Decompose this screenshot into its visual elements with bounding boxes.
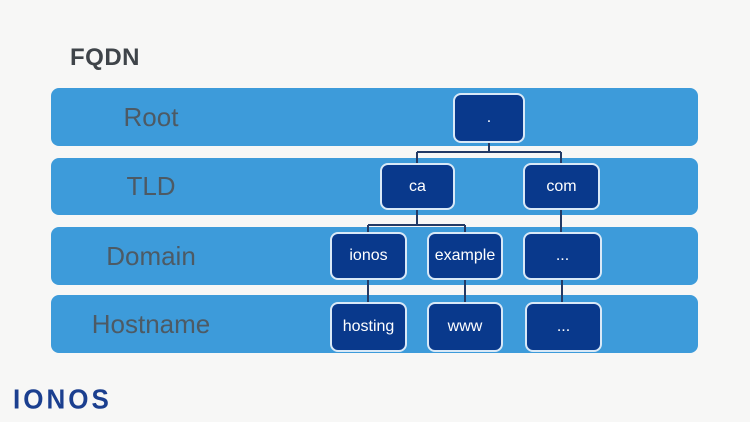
node-hostname-hosting: hosting — [330, 302, 407, 352]
ionos-logo: IONOS — [13, 383, 112, 415]
node-root-dot: . — [453, 93, 525, 143]
node-domain-example: example — [427, 232, 503, 280]
row-label-hostname: Hostname — [91, 308, 211, 339]
row-label-tld: TLD — [126, 171, 176, 201]
node-hostname-ellipsis: ... — [525, 302, 602, 352]
node-tld-ca: ca — [380, 163, 455, 210]
page-title: FQDN — [70, 44, 140, 71]
node-hostname-www: www — [427, 302, 503, 352]
row-label-root: Root — [123, 101, 179, 132]
node-domain-ionos: ionos — [330, 232, 407, 280]
node-tld-com: com — [523, 163, 600, 210]
node-domain-ellipsis: ... — [523, 232, 602, 280]
row-root: Root — [51, 88, 698, 146]
row-label-domain: Domain — [106, 240, 196, 271]
row-tld: TLD — [51, 158, 698, 215]
